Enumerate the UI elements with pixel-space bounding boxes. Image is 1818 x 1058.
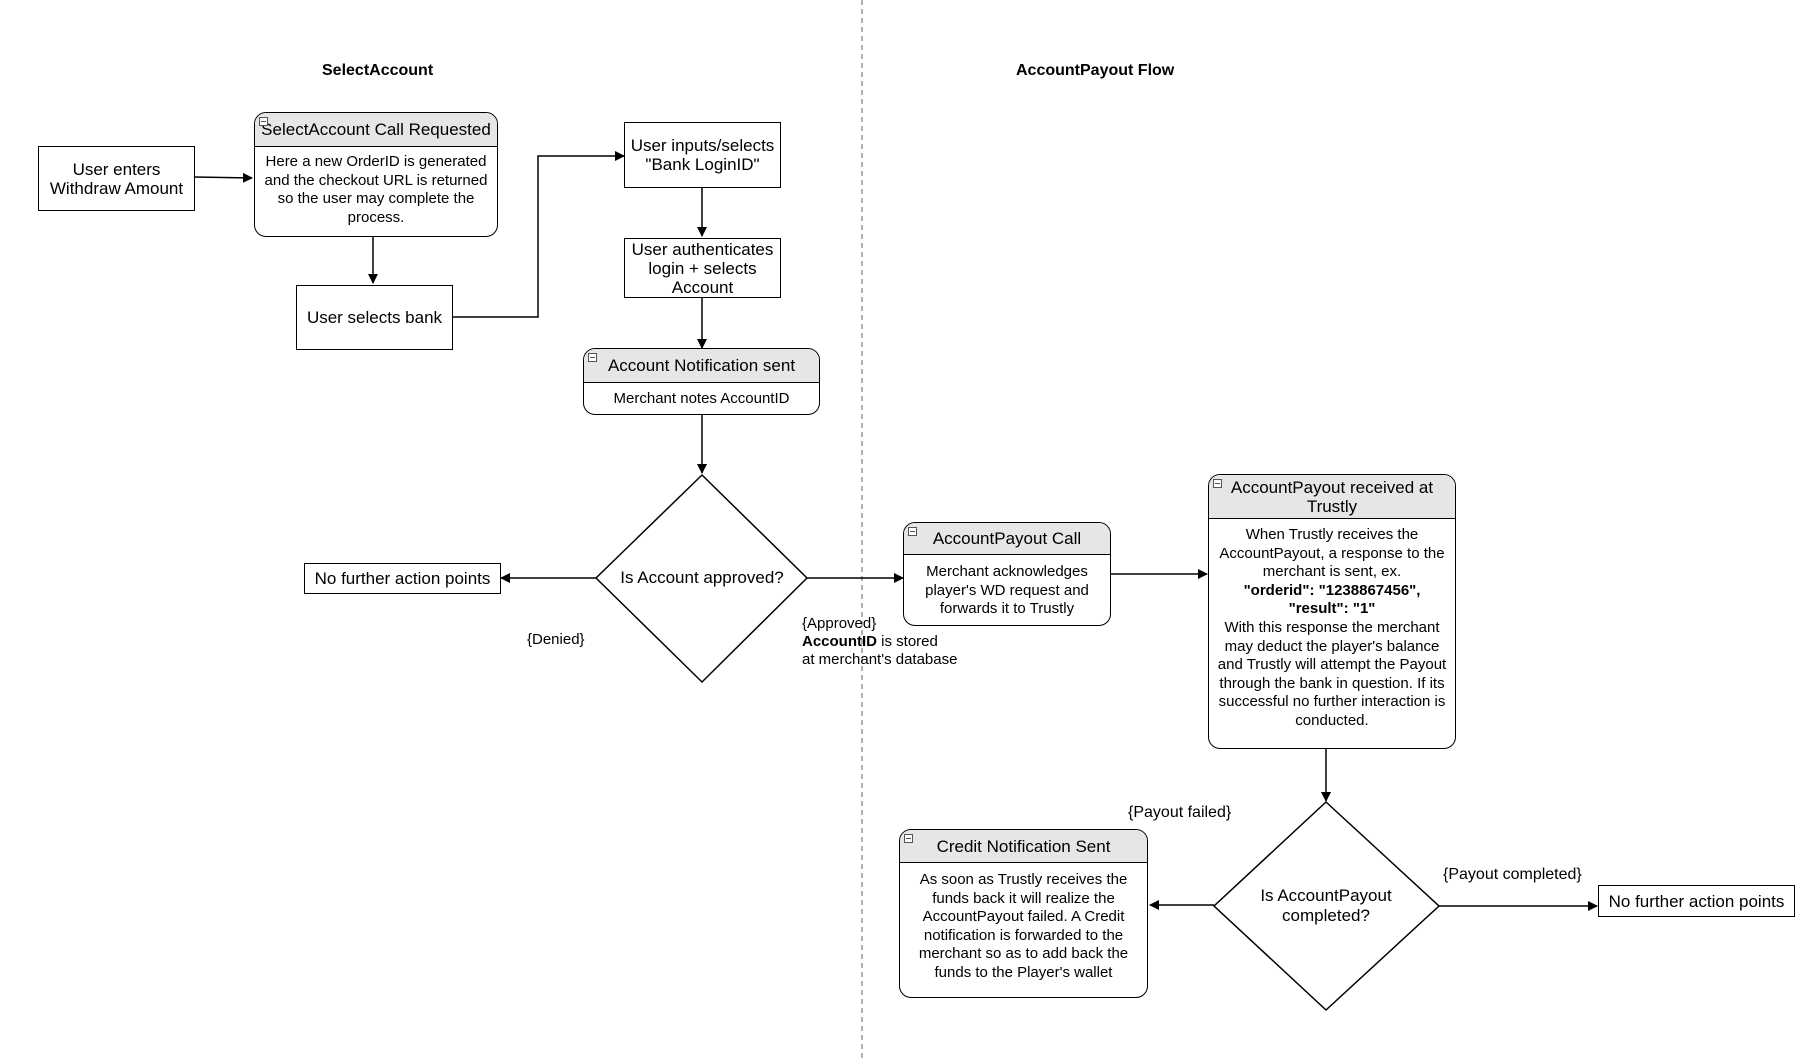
payout-received-code-result: "result": "1": [1288, 600, 1376, 618]
payout-received-body: When Trustly receives the AccountPayout,…: [1209, 519, 1455, 737]
no-action-node-2: No further action points: [1598, 885, 1795, 917]
collapse-icon[interactable]: [908, 527, 917, 536]
edge-label-payout-failed: {Payout failed}: [1128, 804, 1232, 821]
payout-received-header: AccountPayout received at Trustly: [1209, 475, 1455, 519]
payout-completed-diamond: [1212, 800, 1441, 1012]
selectaccount-call-card: SelectAccount Call Requested Here a new …: [254, 112, 498, 237]
payout-received-title: AccountPayout received at Trustly: [1230, 477, 1434, 516]
selectaccount-call-body: Here a new OrderID is generated and the …: [264, 153, 488, 226]
edge-label-approved-detail: AccountID is stored: [802, 633, 957, 651]
edge-label-approved-db: at merchant's database: [802, 651, 958, 668]
credit-notification-title: Credit Notification Sent: [936, 836, 1111, 856]
edge-label-approved: {Approved} AccountID is stored at mercha…: [802, 615, 957, 669]
bank-login-label: User inputs/selects "Bank LoginID": [630, 136, 775, 174]
withdraw-amount-node: User enters Withdraw Amount: [38, 146, 195, 211]
edge-label-accountid: AccountID: [802, 633, 877, 650]
credit-notification-header: Credit Notification Sent: [900, 830, 1147, 863]
payout-received-intro: When Trustly receives the AccountPayout,…: [1219, 526, 1445, 581]
credit-notification-card: Credit Notification Sent As soon as Trus…: [899, 829, 1148, 998]
section-title-selectaccount: SelectAccount: [322, 62, 434, 79]
section-title-accountpayout-flow: AccountPayout Flow: [1016, 62, 1175, 79]
withdraw-amount-label: User enters Withdraw Amount: [49, 159, 184, 198]
authenticate-node: User authenticates login + selects Accou…: [624, 238, 781, 298]
collapse-icon[interactable]: [1213, 479, 1222, 488]
select-bank-label: User selects bank: [306, 308, 443, 327]
edge-label-approved-title: {Approved}: [802, 615, 877, 632]
payout-call-card: AccountPayout Call Merchant acknowledges…: [903, 522, 1111, 626]
edge-label-approved-rest: is stored: [877, 633, 938, 650]
payout-received-outro: With this response the merchant may dedu…: [1217, 618, 1447, 729]
credit-notification-body: As soon as Trustly receives the funds ba…: [918, 871, 1129, 981]
payout-call-title: AccountPayout Call: [932, 529, 1082, 548]
account-notification-header: Account Notification sent: [584, 349, 819, 383]
payout-call-body: Merchant acknowledges player's WD reques…: [925, 563, 1089, 618]
authenticate-label: User authenticates login + selects Accou…: [631, 239, 774, 297]
selectaccount-call-title: SelectAccount Call Requested: [261, 120, 491, 139]
no-action-label-2: No further action points: [1608, 891, 1785, 911]
account-notification-body: Merchant notes AccountID: [613, 390, 790, 407]
account-notification-card: Account Notification sent Merchant notes…: [583, 348, 820, 415]
edge-label-payout-completed: {Payout completed}: [1443, 866, 1582, 883]
payout-call-header: AccountPayout Call: [904, 523, 1110, 555]
edge-label-denied: {Denied}: [527, 631, 585, 648]
selectaccount-call-header: SelectAccount Call Requested: [255, 113, 497, 147]
no-action-label-1: No further action points: [314, 569, 491, 588]
account-approved-diamond: [594, 473, 809, 684]
select-bank-node: User selects bank: [296, 285, 453, 350]
edge-bank-to-login: [452, 151, 625, 318]
payout-received-card: AccountPayout received at Trustly When T…: [1208, 474, 1456, 749]
collapse-icon[interactable]: [259, 117, 268, 126]
account-notification-title: Account Notification sent: [607, 356, 796, 375]
bank-login-node: User inputs/selects "Bank LoginID": [624, 122, 781, 188]
collapse-icon[interactable]: [904, 834, 913, 843]
edge-withdraw-to-selectaccount: [194, 172, 253, 183]
collapse-icon[interactable]: [588, 353, 597, 362]
payout-completed-label: Is AccountPayout completed?: [1260, 886, 1392, 925]
account-approved-label: Is Account approved?: [620, 568, 784, 587]
no-action-node-1: No further action points: [304, 563, 501, 594]
payout-received-code-orderid: "orderid": "1238867456",: [1243, 581, 1421, 599]
